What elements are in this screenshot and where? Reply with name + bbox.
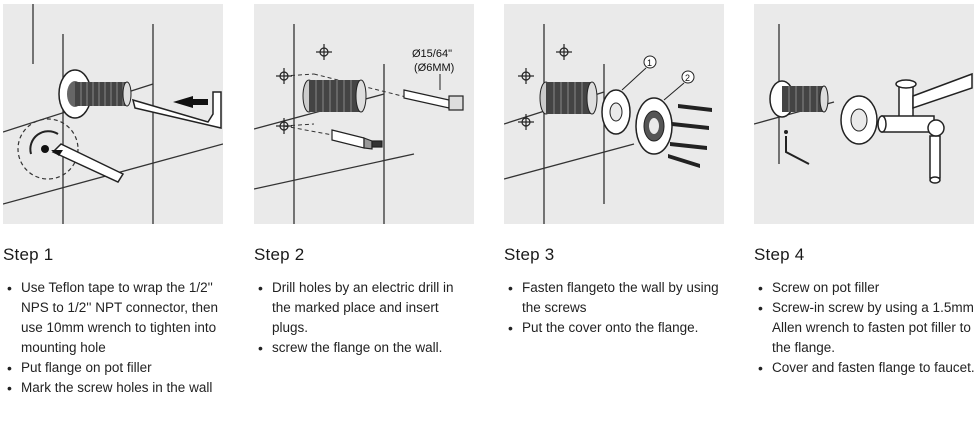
screw-icon	[668, 104, 712, 168]
thread-connector-icon	[769, 80, 829, 118]
crosshair-icon	[276, 44, 332, 134]
drill-size-metric-label: (Ø6MM)	[414, 62, 454, 74]
list-item: Fasten flangeto the wall by using the sc…	[504, 278, 726, 318]
list-item: Use Teflon tape to wrap the 1/2'' NPS to…	[3, 278, 225, 358]
step-4-instructions: Screw on pot filler Screw-in screw by us…	[754, 278, 976, 378]
step-2-instructions: Drill holes by an electric drill in the …	[254, 278, 476, 358]
list-item: Mark the screw holes in the wall	[3, 378, 225, 398]
step-3: 1 2 Step 3 Fasten flangeto the wall by u…	[504, 4, 726, 338]
step-4-illustration	[754, 4, 974, 224]
cover-ring-icon	[840, 95, 878, 145]
cover-ring-icon	[601, 89, 631, 135]
callout-2: 2	[685, 73, 690, 83]
list-item: Screw-in screw by using a 1.5mm Allen wr…	[754, 298, 976, 358]
step-2-title: Step 2	[254, 245, 305, 264]
zoom-circle	[17, 118, 79, 180]
step-1-instructions: Use Teflon tape to wrap the 1/2'' NPS to…	[3, 278, 225, 398]
step-1-title: Step 1	[3, 245, 54, 264]
flange-icon	[635, 97, 673, 155]
drill-bit-icon	[403, 89, 464, 111]
step-3-title: Step 3	[504, 245, 555, 264]
arrow-left-icon	[173, 96, 208, 108]
callout-1: 1	[647, 58, 652, 68]
list-item: Put flange on pot filler	[3, 358, 225, 378]
thread-connector-icon	[58, 69, 132, 119]
pot-filler-icon	[877, 72, 973, 184]
list-item: Screw on pot filler	[754, 278, 976, 298]
list-item: screw the flange on the wall.	[254, 338, 476, 358]
step-3-illustration: 1 2	[504, 4, 724, 224]
step-4: Step 4 Screw on pot filler Screw-in scre…	[754, 4, 976, 378]
drill-size-label: Ø15/64"	[412, 48, 452, 60]
thread-connector-icon	[539, 81, 598, 115]
step-4-title: Step 4	[754, 245, 805, 264]
thread-connector-icon	[302, 79, 367, 113]
step-2: Ø15/64" (Ø6MM) Step 2 Drill holes by an …	[254, 4, 476, 358]
allen-wrench-icon	[131, 91, 222, 129]
step-1-illustration	[3, 4, 223, 224]
step-1: Step 1 Use Teflon tape to wrap the 1/2''…	[3, 4, 225, 398]
crosshair-icon	[518, 44, 572, 130]
list-item: Drill holes by an electric drill in the …	[254, 278, 476, 338]
step-2-illustration: Ø15/64" (Ø6MM)	[254, 4, 474, 224]
allen-key-icon	[785, 136, 810, 165]
list-item: Put the cover onto the flange.	[504, 318, 726, 338]
wall-plug-icon	[331, 129, 383, 150]
list-item: Cover and fasten flange to faucet.	[754, 358, 976, 378]
step-3-instructions: Fasten flangeto the wall by using the sc…	[504, 278, 726, 338]
